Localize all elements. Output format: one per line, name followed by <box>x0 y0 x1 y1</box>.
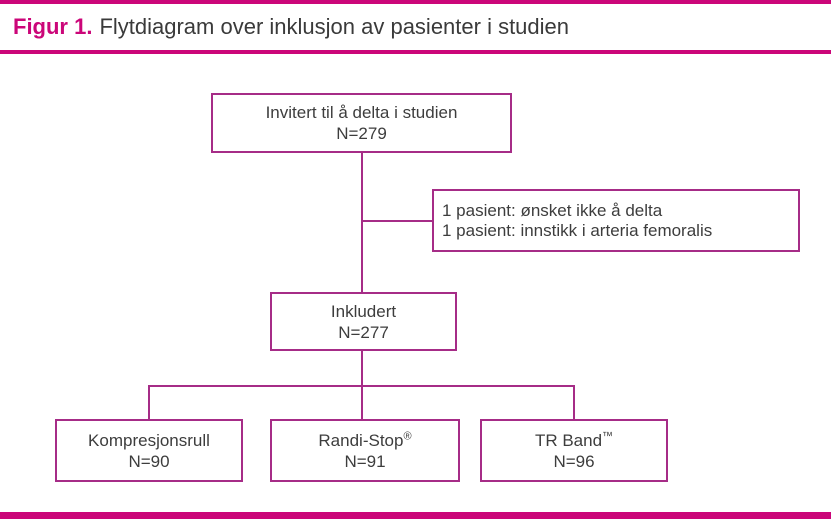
node-included-count: N=277 <box>338 322 389 342</box>
connector-branch-to-arm3 <box>573 386 575 420</box>
node-arm-kompresjonsrull: Kompresjonsrull N=90 <box>55 419 243 482</box>
bottom-rule <box>0 512 831 519</box>
node-excluded-line1: 1 pasient: ønsket ikke å delta <box>442 200 663 220</box>
connector-included-to-branch <box>361 350 363 387</box>
node-invited-count: N=279 <box>336 124 387 143</box>
node-arm2-trademark: ® <box>403 429 412 442</box>
connector-branch-to-arm2 <box>361 386 363 420</box>
node-arm-tr-band: TR Band™ N=96 <box>480 419 668 482</box>
node-included: Inkludert N=277 <box>270 292 457 351</box>
top-rule <box>0 0 831 4</box>
node-included-label: Inkludert <box>330 301 397 321</box>
node-arm3-count: N=96 <box>553 451 595 471</box>
connector-invited-to-included <box>361 152 363 293</box>
figure-title-text: Flytdiagram over inklusjon av pasienter … <box>99 14 570 39</box>
node-arm1-count: N=90 <box>128 451 170 471</box>
figure-title-prefix: Figur 1. <box>13 14 93 39</box>
connector-branch-to-arm1 <box>148 386 150 420</box>
node-arm2-count: N=91 <box>344 451 386 471</box>
node-arm3-label: TR Band™ <box>534 429 614 450</box>
node-arm-randi-stop: Randi-Stop® N=91 <box>270 419 460 482</box>
title-bottom-rule <box>0 50 831 54</box>
node-arm2-label: Randi-Stop® <box>318 429 412 450</box>
node-invited-label: Invitert til å delta i studien <box>265 103 458 122</box>
node-arm3-trademark: ™ <box>602 429 614 442</box>
node-excluded: 1 pasient: ønsket ikke å delta 1 pasient… <box>432 189 800 252</box>
figure-title: Figur 1.Flytdiagram over inklusjon av pa… <box>13 12 823 42</box>
node-invited: Invitert til å delta i studien N=279 <box>211 93 512 153</box>
node-arm1-label: Kompresjonsrull <box>88 430 210 450</box>
node-excluded-line2: 1 pasient: innstikk i arteria femoralis <box>442 220 713 240</box>
connector-to-excluded <box>362 220 432 222</box>
